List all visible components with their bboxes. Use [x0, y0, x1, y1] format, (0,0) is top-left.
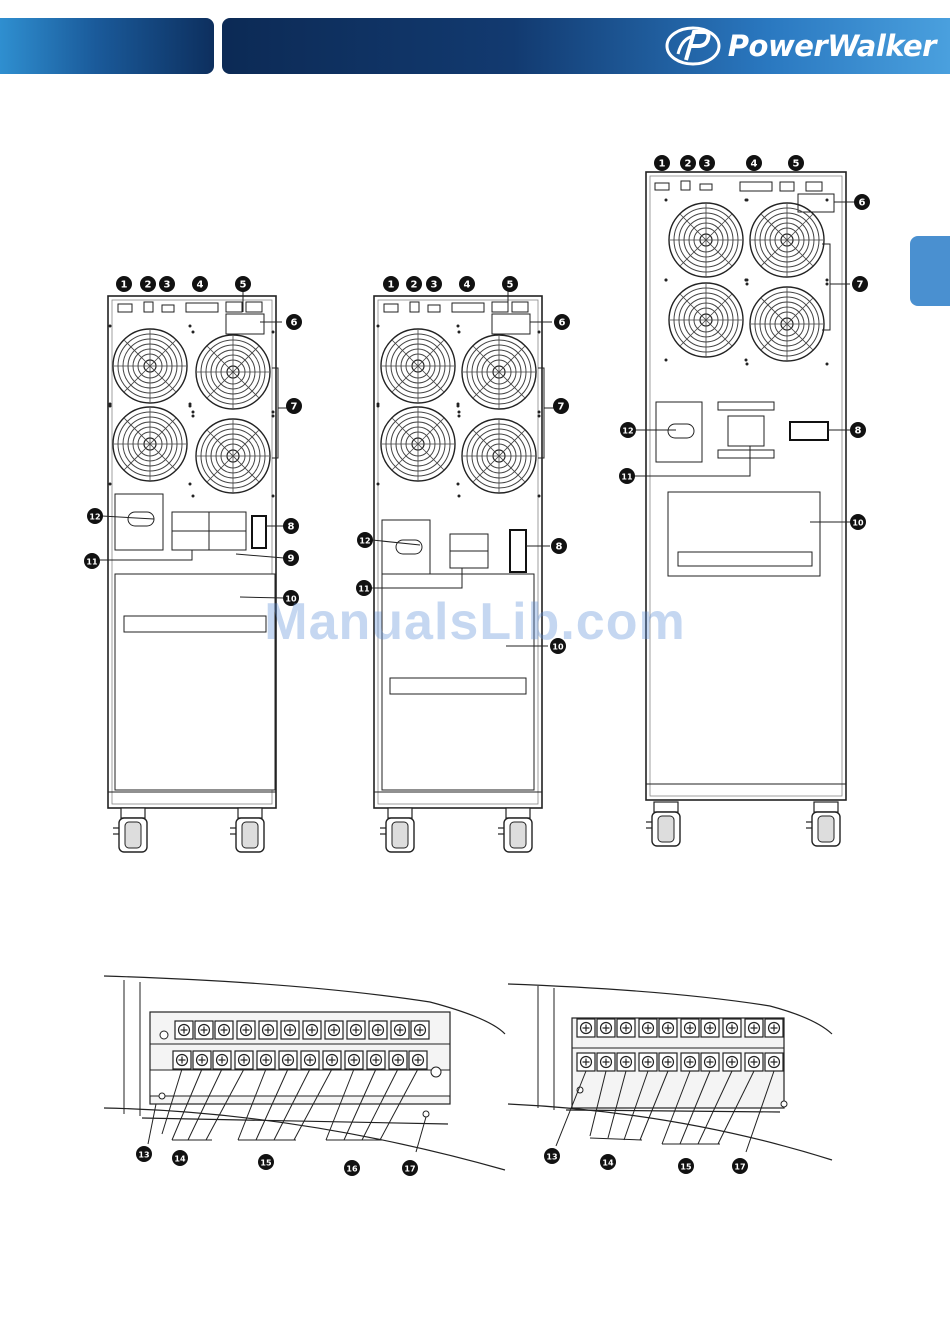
callout-number: 7 — [558, 402, 565, 413]
callout-badge-c1: 1 — [383, 276, 399, 292]
callout-number: 3 — [164, 280, 171, 291]
callout-number: 2 — [411, 280, 418, 291]
callout-number: 8 — [288, 522, 295, 533]
callout-number: 15 — [260, 1159, 272, 1168]
callout-badge-c5: 5 — [788, 155, 804, 171]
callout-number: 1 — [388, 280, 395, 291]
callout-badge-c8: 8 — [850, 422, 866, 438]
terminal-block-detail-b — [508, 984, 832, 1176]
callout-badge-c10: 10 — [850, 514, 866, 530]
callout-number: 14 — [602, 1159, 614, 1168]
callout-number: 16 — [346, 1165, 358, 1174]
callout-badge-c12: 12 — [620, 422, 636, 438]
callout-number: 3 — [431, 280, 438, 291]
callout-badge-c5: 5 — [502, 276, 518, 292]
callout-badge-c2: 2 — [406, 276, 422, 292]
callout-number: 17 — [734, 1163, 745, 1172]
callout-number: 4 — [197, 280, 204, 291]
callout-number: 1 — [121, 280, 128, 291]
callout-number: 5 — [507, 280, 514, 291]
watermark: ManualsLib.com — [0, 592, 950, 652]
callout-number: 2 — [685, 159, 692, 170]
callout-badge-c11: 11 — [619, 468, 635, 484]
callout-badge-c16: 16 — [344, 1160, 360, 1176]
callout-number: 15 — [680, 1163, 692, 1172]
callout-badge-c15: 15 — [678, 1158, 694, 1174]
callout-badge-c3: 3 — [699, 155, 715, 171]
callout-badge-c1: 1 — [654, 155, 670, 171]
callout-number: 5 — [240, 280, 247, 291]
callout-number: 7 — [857, 280, 864, 291]
callout-number: 12 — [89, 513, 100, 522]
callout-number: 6 — [291, 318, 298, 329]
callout-badge-c14: 14 — [600, 1154, 616, 1170]
callout-number: 12 — [359, 537, 370, 546]
callout-badge-c5: 5 — [235, 276, 251, 292]
callout-badge-c14: 14 — [172, 1150, 188, 1166]
callout-number: 5 — [793, 159, 800, 170]
callout-number: 8 — [855, 426, 862, 437]
callout-badge-c6: 6 — [554, 314, 570, 330]
callout-number: 8 — [556, 542, 563, 553]
callout-badge-c7: 7 — [553, 398, 569, 414]
callout-badge-c4: 4 — [192, 276, 208, 292]
callout-badge-c7: 7 — [286, 398, 302, 414]
callout-number: 13 — [546, 1153, 557, 1162]
callout-badge-c17: 17 — [402, 1160, 418, 1176]
callout-number: 4 — [464, 280, 471, 291]
callout-number: 9 — [288, 554, 295, 565]
callout-badge-c6: 6 — [286, 314, 302, 330]
callout-number: 11 — [621, 473, 633, 482]
callout-badge-c2: 2 — [140, 276, 156, 292]
callout-number: 12 — [622, 427, 633, 436]
callout-badge-c17: 17 — [732, 1158, 748, 1174]
callout-badge-c8: 8 — [283, 518, 299, 534]
callout-number: 10 — [852, 519, 864, 528]
callout-badge-c13: 13 — [544, 1148, 560, 1164]
callout-badge-c11: 11 — [84, 553, 100, 569]
callout-number: 11 — [86, 558, 98, 567]
callout-badge-c9: 9 — [283, 550, 299, 566]
callout-number: 17 — [404, 1165, 415, 1174]
callout-badge-c6: 6 — [854, 194, 870, 210]
ups-rear-panel-small — [100, 288, 288, 852]
ups-rear-panel-large — [632, 172, 856, 846]
callout-badge-c12: 12 — [87, 508, 103, 524]
callout-badge-c12: 12 — [357, 532, 373, 548]
ups-rear-panel-medium — [370, 288, 554, 852]
callout-badge-c4: 4 — [746, 155, 762, 171]
callout-badge-c8: 8 — [551, 538, 567, 554]
callout-badge-c3: 3 — [426, 276, 442, 292]
callout-number: 13 — [138, 1151, 149, 1160]
callout-number: 1 — [659, 159, 666, 170]
callout-badge-c1: 1 — [116, 276, 132, 292]
callout-badge-c13: 13 — [136, 1146, 152, 1162]
callout-badge-c15: 15 — [258, 1154, 274, 1170]
callout-badge-c4: 4 — [459, 276, 475, 292]
callout-badge-c3: 3 — [159, 276, 175, 292]
callout-number: 6 — [859, 198, 866, 209]
callout-number: 6 — [559, 318, 566, 329]
callout-badge-c2: 2 — [680, 155, 696, 171]
callout-number: 4 — [751, 159, 758, 170]
terminal-block-detail-a — [104, 976, 505, 1176]
callout-number: 3 — [704, 159, 711, 170]
callout-number: 7 — [291, 402, 298, 413]
callout-badge-c7: 7 — [852, 276, 868, 292]
callout-number: 2 — [145, 280, 152, 291]
callout-number: 14 — [174, 1155, 186, 1164]
